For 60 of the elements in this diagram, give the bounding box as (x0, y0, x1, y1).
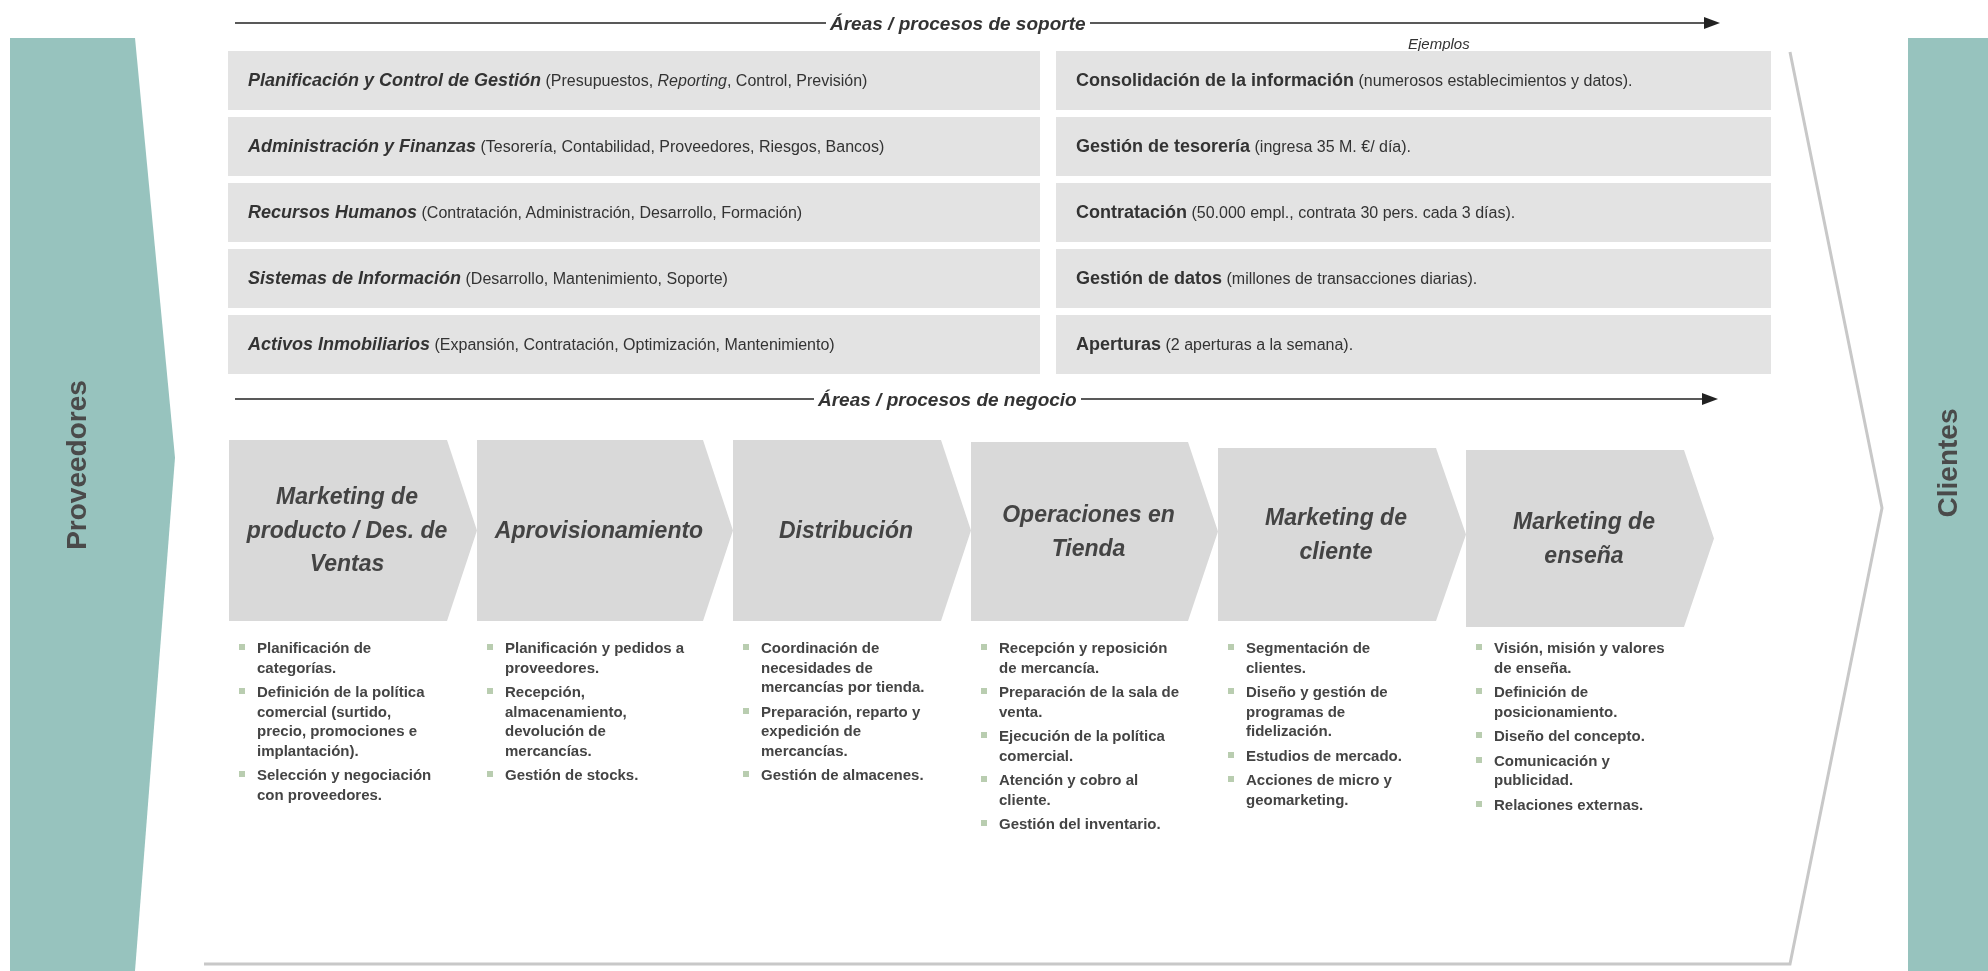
bullet-text: Definición de posicionamiento. (1494, 682, 1619, 721)
process-text: Administración y Finanzas (Tesorería, Contabilidad, Proveedores, Riesgos, Bancos) (248, 135, 885, 158)
bullet-text: Coordinación de necesidades de mercancías por tienda. (761, 638, 926, 697)
process-text: Planificación y Control de Gestión (Presupuestos, Reporting, Control, Previsión) (248, 69, 868, 92)
chevron-step (971, 442, 1218, 621)
side-band (1908, 38, 1988, 971)
step-title: Marketing de producto / Des. de Ventas (245, 482, 449, 579)
step-title: Aprovisionamiento (494, 515, 704, 545)
process-box (228, 183, 1040, 242)
bullet-text: Relaciones externas. (1494, 794, 1644, 814)
process-box (1056, 249, 1771, 308)
bullet-text: Planificación y pedidos a proveedores. (505, 638, 686, 677)
process-box (1056, 117, 1771, 176)
step-title: Marketing de enseña (1512, 507, 1656, 570)
process-box (228, 51, 1040, 110)
process-box (228, 117, 1040, 176)
chevron-step (477, 440, 733, 621)
bullet-text: Selección y negociación con proveedores. (257, 765, 433, 804)
bullet-text: Estudios de mercado. (1246, 745, 1402, 765)
step-title: Marketing de cliente (1264, 503, 1408, 566)
process-text: Consolidación de la información (numerosos establecimientos y datos). (1076, 69, 1633, 92)
bullet-text: Recepción, almacenamiento, devolución de mercancías. (505, 682, 628, 760)
bullet-text: Definición de la política comercial (surtido, precio, promociones e implantación). (257, 682, 426, 760)
bullet-text: Gestión de almacenes. (761, 765, 924, 785)
band-label: Clientes (1932, 408, 1963, 517)
chevron-step (229, 440, 477, 621)
process-text: Activos Inmobiliarios (Expansión, Contratación, Optimización, Mantenimiento) (248, 333, 835, 356)
side-band (10, 38, 175, 971)
band-label: Proveedores (60, 379, 92, 550)
bullet-text: Diseño del concepto. (1494, 726, 1645, 746)
process-box (1056, 51, 1771, 110)
chevron-step (733, 440, 971, 621)
process-text: Contratación (50.000 empl., contrata 30 pers. cada 3 días). (1076, 201, 1516, 224)
bullet-text: Diseño y gestión de programas de fidelización. (1246, 682, 1389, 741)
bullet-text: Planificación de categorías. (257, 638, 373, 677)
process-text: Aperturas (2 aperturas a la semana). (1076, 333, 1354, 356)
bullet-text: Recepción y reposición de mercancía. (999, 638, 1169, 677)
step-title: Operaciones en Tienda (1001, 500, 1176, 563)
step-title: Distribución (778, 515, 914, 545)
process-box (1056, 183, 1771, 242)
bullet-text: Segmentación de clientes. (1246, 638, 1372, 677)
process-box (228, 315, 1040, 374)
bullet-text: Ejecución de la política comercial. (999, 726, 1166, 765)
chevron-step (1466, 450, 1714, 627)
process-box (228, 249, 1040, 308)
chevron-step (1218, 448, 1466, 621)
bullet-text: Visión, misión y valores de enseña. (1494, 638, 1666, 677)
column-heading: Ejemplos (1408, 34, 1470, 54)
bullet-text: Preparación, reparto y expedición de mercancías. (761, 701, 922, 760)
bullet-text: Comunicación y publicidad. (1494, 750, 1611, 790)
bullet-text: Acciones de micro y geomarketing. (1246, 770, 1393, 809)
bullet-text: Atención y cobro al cliente. (999, 770, 1140, 809)
process-box (1056, 315, 1771, 374)
process-text: Gestión de datos (millones de transacciones diarias). (1076, 267, 1478, 290)
process-text: Recursos Humanos (Contratación, Administración, Desarrollo, Formación) (248, 201, 803, 224)
bullet-text: Preparación de la sala de venta. (999, 682, 1181, 721)
bullet-text: Gestión del inventario. (999, 814, 1161, 834)
process-text: Sistemas de Información (Desarrollo, Mantenimiento, Soporte) (248, 267, 728, 290)
process-text: Gestión de tesorería (ingresa 35 M. €/ día). (1076, 135, 1412, 158)
bullet-text: Gestión de stocks. (505, 765, 639, 785)
